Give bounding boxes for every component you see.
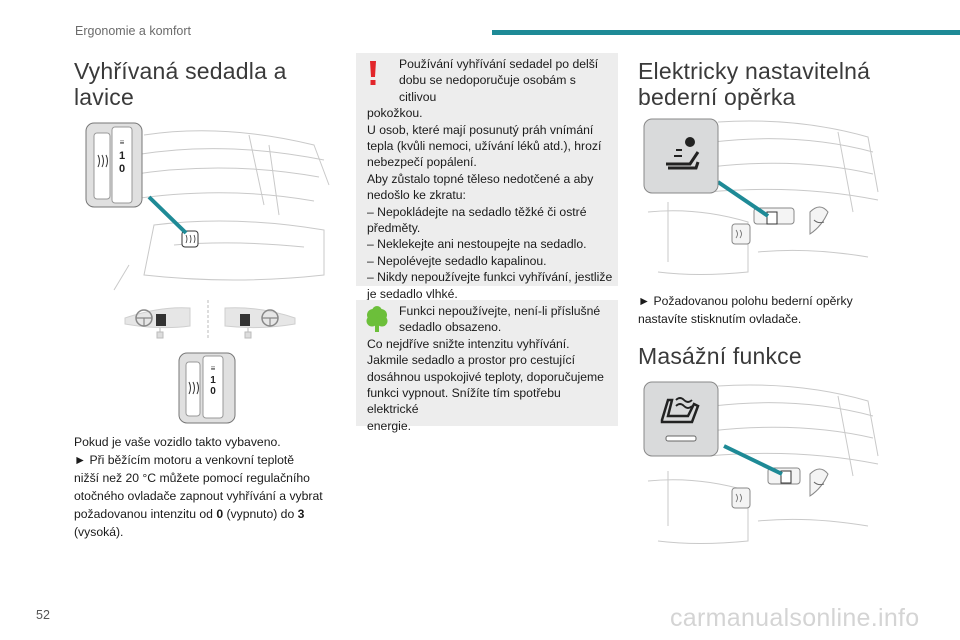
eco-note: Funkci nepoužívejte, není-li příslušné s… xyxy=(356,300,618,433)
svg-text:≡: ≡ xyxy=(211,364,216,373)
heated-seats-title: Vyhřívaná sedadla a lavice xyxy=(74,58,287,110)
watermark: carmanualsonline.info xyxy=(670,604,920,632)
top-dial-label-1: 1 xyxy=(119,150,125,162)
lumbar-illustration xyxy=(643,118,879,275)
lumbar-paragraph: ► Požadovanou polohu bederní opěrky nast… xyxy=(638,294,853,326)
svg-text:≡: ≡ xyxy=(120,138,125,147)
warning-note: Používání vyhřívání sedadel po delší dob… xyxy=(356,53,618,301)
heated-seats-paragraph: Pokud je vaše vozidlo takto vybaveno. ► … xyxy=(74,435,323,539)
heated-seat-illustration: ≡ 1 0 xyxy=(85,122,330,291)
bottom-dial-label-1: 1 xyxy=(210,375,216,386)
header-accent-bar xyxy=(492,30,960,35)
massage-illustration xyxy=(643,381,879,544)
exclamation-icon xyxy=(370,61,376,85)
massage-title: Masážní funkce xyxy=(638,343,802,369)
heated-seat-dial-closeup: ≡ 1 0 xyxy=(178,352,236,424)
lumbar-title: Elektricky nastavitelná bederní opěrka xyxy=(638,58,871,110)
steering-position-diagram xyxy=(124,300,296,340)
section-header: Ergonomie a komfort xyxy=(75,24,192,38)
page-number: 52 xyxy=(36,608,50,622)
tree-icon xyxy=(366,306,388,332)
bottom-dial-label-0: 0 xyxy=(210,386,216,397)
top-dial-label-0: 0 xyxy=(119,163,125,175)
